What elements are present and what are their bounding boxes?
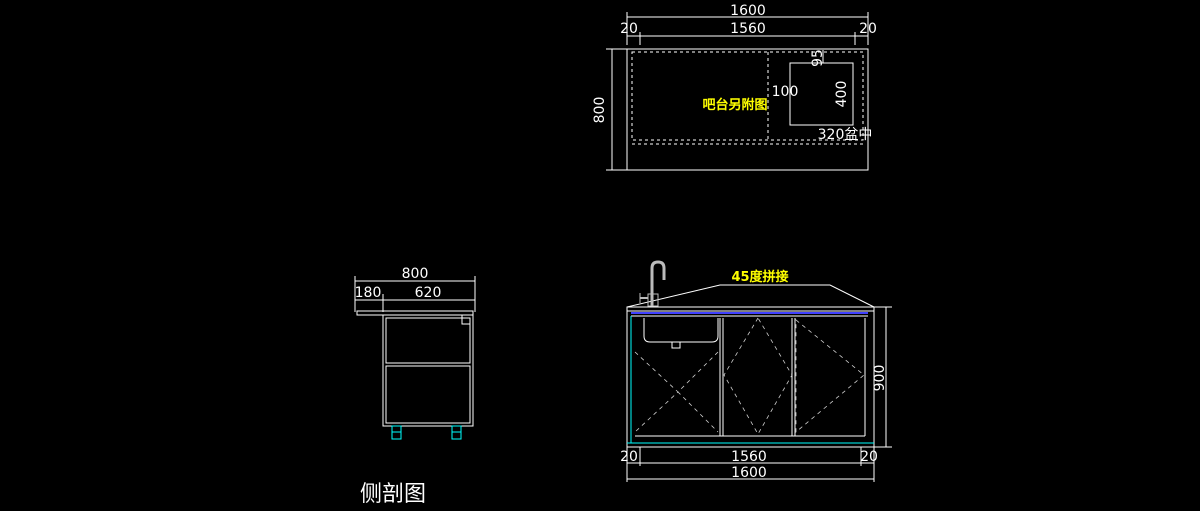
faucet-icon — [639, 260, 666, 307]
side-right-part-label: 620 — [415, 285, 442, 301]
plan-view: 1600 20 1560 20 800 95 100 400 320盆中 吧台另… — [592, 3, 877, 171]
door-2-swing — [723, 317, 793, 435]
front-right-margin-label: 20 — [860, 449, 878, 465]
front-height-label: 900 — [872, 365, 888, 392]
side-cabinet-body — [382, 314, 474, 427]
side-left-part-label: 180 — [355, 285, 382, 301]
side-section-view: 800 180 620 侧剖图 — [354, 266, 476, 507]
front-countertop — [626, 306, 875, 312]
plan-sink-gap-label: 100 — [772, 84, 799, 100]
plan-depth-label: 800 — [592, 97, 608, 124]
side-total-width-label: 800 — [402, 266, 429, 282]
front-sink-bowl — [643, 318, 719, 343]
front-left-margin-label: 20 — [620, 449, 638, 465]
front-joint-note: 45度拼接 — [731, 269, 788, 285]
front-view: 45度拼接 900 — [620, 260, 892, 482]
front-joint-outline — [626, 284, 875, 308]
front-total-width-label: 1600 — [731, 465, 767, 481]
plan-right-margin-label: 20 — [859, 21, 877, 37]
plan-sink-depth-label: 400 — [834, 81, 850, 108]
plan-cabinet-dashed — [631, 51, 864, 141]
plan-countertop-outline — [626, 48, 869, 171]
door-1-swing — [634, 351, 679, 433]
plan-left-margin-label: 20 — [620, 21, 638, 37]
front-cabinet-outline — [626, 306, 875, 448]
door-3-swing — [795, 319, 865, 433]
side-section-caption: 侧剖图 — [360, 482, 426, 507]
plan-sink-offset-label: 95 — [810, 49, 826, 67]
plan-bar-note: 吧台另附图 — [702, 97, 767, 113]
front-inner-width-label: 1560 — [731, 449, 767, 465]
plan-inner-width-label: 1560 — [730, 21, 766, 37]
side-countertop — [356, 310, 474, 316]
side-upper-compartment — [385, 317, 471, 364]
side-lower-compartment — [385, 365, 471, 424]
plan-total-width-label: 1600 — [730, 3, 766, 19]
plan-sink-note: 320盆中 — [818, 127, 873, 143]
